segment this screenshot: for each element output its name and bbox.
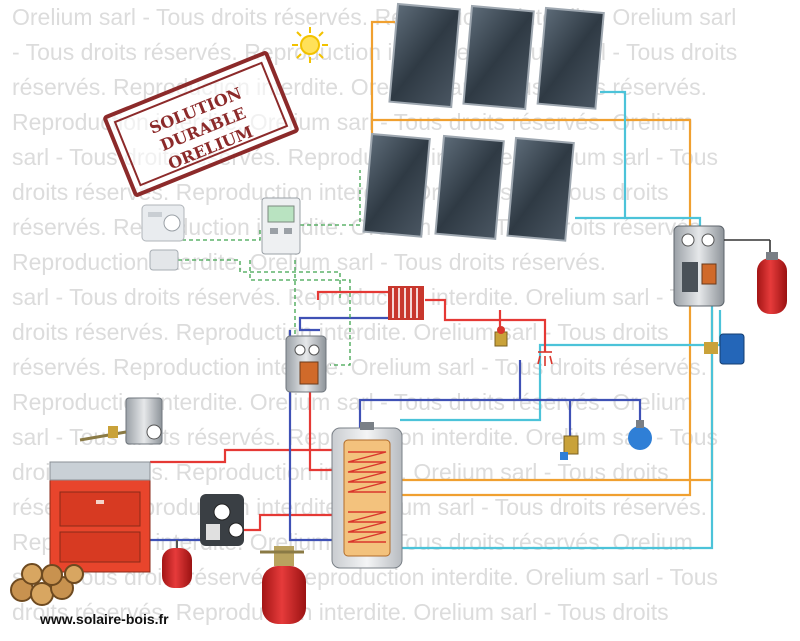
- watermark-line: sarl - Tous droits réservés. Reproductio…: [12, 284, 719, 310]
- outdoor-sensor: [149, 249, 179, 271]
- watermark-line: droits réservés. Reproduction interdite.…: [12, 599, 669, 625]
- shower-outlet: [537, 351, 553, 366]
- main-expansion-vessel: [260, 546, 306, 624]
- pump-icon: [200, 494, 244, 546]
- solar-collector: [388, 2, 461, 109]
- solar-expansion-vessel: [757, 252, 787, 314]
- heating-hot-pipe: [150, 290, 547, 532]
- safety-group: [560, 435, 579, 460]
- solar-collector: [362, 132, 431, 238]
- valve-icon: [494, 326, 508, 347]
- firewood-icon: [10, 563, 84, 606]
- watermark-line: - Tous droits réservés. Reproduction int…: [12, 39, 738, 65]
- sun-icon: [292, 27, 328, 63]
- controller-icon: [261, 197, 301, 255]
- solar-collector-array: [362, 2, 605, 242]
- radiator: [388, 286, 424, 320]
- thermostat-icon: [141, 204, 185, 242]
- watermark-line: Orelium sarl - Tous droits réservés. Rep…: [12, 4, 737, 30]
- small-expansion-vessel: [628, 420, 652, 450]
- solar-collector: [462, 4, 535, 111]
- website-url: www.solaire-bois.fr: [40, 611, 169, 627]
- wood-boiler: [49, 461, 151, 573]
- buffer-storage-tank: [331, 422, 403, 569]
- watermark-line: réservés. Reproduction interdite. Oreliu…: [12, 354, 707, 380]
- heating-cold-pipe: [150, 316, 642, 542]
- boiler-expansion-vessel: [162, 540, 192, 588]
- watermark-line: Reproduction interdite. Orelium sarl - T…: [12, 249, 606, 275]
- heating-pump-station: [285, 335, 327, 393]
- solar-pump-station: [673, 225, 771, 307]
- solar-collector: [536, 6, 605, 110]
- watermark-line: Reproduction interdite. Orelium sarl - T…: [12, 389, 693, 415]
- solar-collector: [506, 136, 575, 242]
- watermark-line: droits réservés. Reproduction interdite.…: [12, 319, 669, 345]
- boiler-safety-valve: [79, 397, 163, 445]
- three-way-valve: [704, 333, 745, 365]
- solar-collector: [434, 134, 505, 240]
